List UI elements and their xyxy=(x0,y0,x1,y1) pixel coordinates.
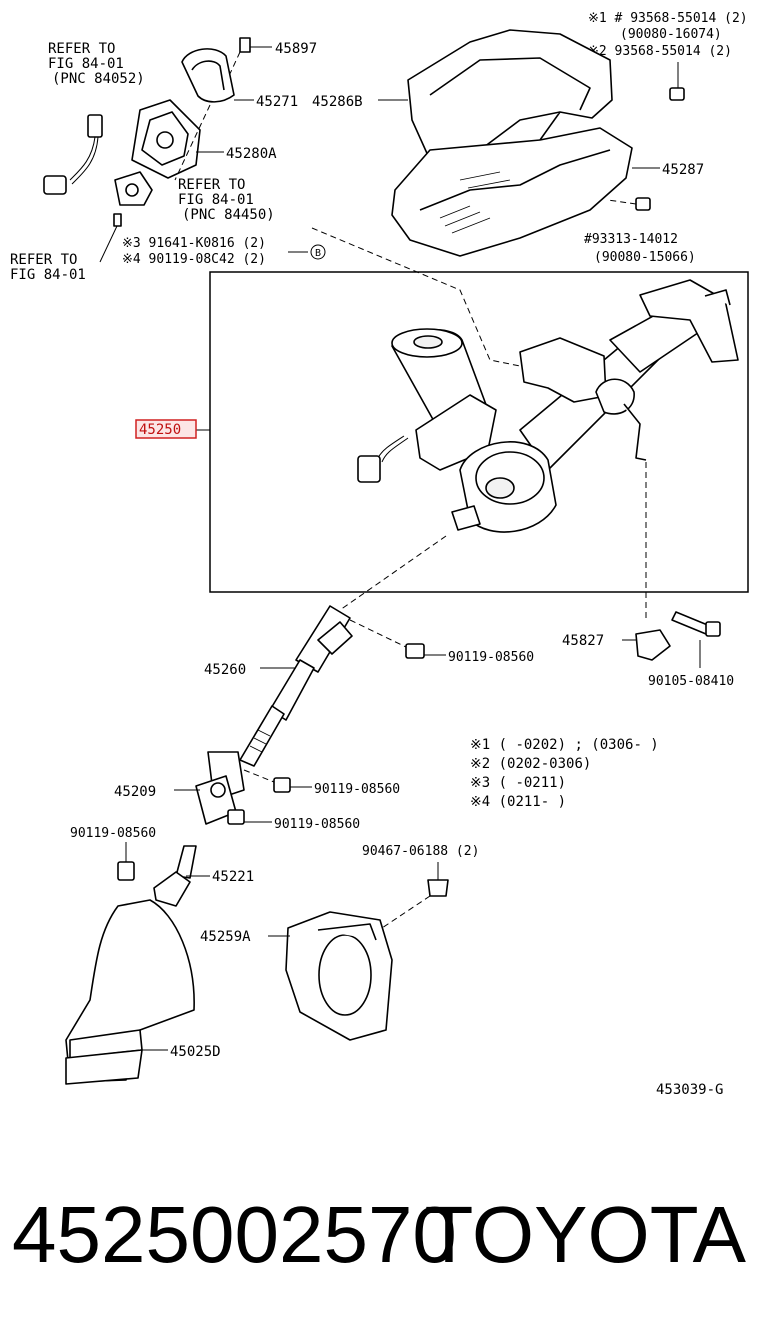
legend-4: ※4 (0211- ) xyxy=(470,794,566,810)
part-number: 4525002570 xyxy=(12,1190,457,1279)
note-top-2: (90080-16074) xyxy=(620,27,722,42)
screw-93313-pn: #93313-14012 xyxy=(584,232,678,247)
label-45209: 45209 xyxy=(114,784,156,800)
bolt-90119-a xyxy=(405,643,446,659)
refer-block-1: REFER TO FIG 84-01 (PNC 84052) xyxy=(48,41,145,87)
label-45260: 45260 xyxy=(204,662,246,678)
lower-cover-45287 xyxy=(391,127,660,257)
screw-45897 xyxy=(227,37,272,79)
refer-3-line-1: REFER TO xyxy=(10,252,77,268)
label-90119-c: 90119-08560 xyxy=(274,817,360,832)
label-45827: 45827 xyxy=(562,633,604,649)
switch-45280A xyxy=(131,99,224,181)
refer-1-line-1: REFER TO xyxy=(48,41,115,57)
refer-1-line-2: FIG 84-01 xyxy=(48,56,124,72)
clip-90467 xyxy=(427,879,449,897)
diagram-code: 453039-G xyxy=(656,1082,723,1098)
brand-name: TOYOTA xyxy=(424,1190,746,1279)
note-3: ※3 91641-K0816 (2) xyxy=(122,236,266,251)
intermediate-shaft-45260 xyxy=(239,605,353,767)
refer-block-3: REFER TO FIG 84-01 xyxy=(10,252,86,283)
label-90119-d: 90119-08560 xyxy=(70,826,156,841)
label-45280A: 45280A xyxy=(226,146,277,162)
cover-45259A xyxy=(268,911,393,1041)
bolt-90105 xyxy=(671,611,721,668)
label-45250: 45250 xyxy=(139,422,181,438)
label-45259A: 45259A xyxy=(200,929,251,945)
legend-2: ※2 (0202-0306) xyxy=(470,756,591,772)
refer-block-2: REFER TO FIG 84-01 (PNC 84450) xyxy=(178,177,275,223)
bracket-45827 xyxy=(622,629,671,661)
label-45221: 45221 xyxy=(212,869,254,885)
note-top-3: ※2 93568-55014 (2) xyxy=(588,44,732,59)
clamp-45271 xyxy=(181,48,254,103)
column-assembly-45250 xyxy=(357,279,739,533)
assembly-box-45250 xyxy=(209,271,749,593)
legend-1: ※1 ( -0202) ; (0306- ) xyxy=(470,737,659,753)
boot-45025D xyxy=(65,899,195,1085)
label-45897: 45897 xyxy=(275,41,317,57)
sensor-84450 xyxy=(114,171,153,206)
label-45286B: 45286B xyxy=(312,94,363,110)
shaft-45221 xyxy=(153,845,210,907)
screw-93568 xyxy=(669,87,685,101)
bolt-90119-c xyxy=(227,809,272,825)
note-4: ※4 90119-08C42 (2) xyxy=(122,252,266,267)
bolt-90119-b xyxy=(273,777,312,793)
refer-2-line-1: REFER TO xyxy=(178,177,245,193)
connector-84052 xyxy=(43,114,103,195)
label-90119-b: 90119-08560 xyxy=(314,782,400,797)
marker-b: B xyxy=(310,244,326,260)
bolt-90119-d xyxy=(117,861,135,881)
refer-1-line-3: (PNC 84052) xyxy=(52,71,145,87)
label-90119-a: 90119-08560 xyxy=(448,650,534,665)
label-90105: 90105-08410 xyxy=(648,674,734,689)
legend-3: ※3 ( -0211) xyxy=(470,775,566,791)
label-90467: 90467-06188 (2) xyxy=(362,844,479,859)
refer-2-line-2: FIG 84-01 xyxy=(178,192,254,208)
ujoint-45209 xyxy=(174,751,245,825)
screw-refer-3 xyxy=(99,213,122,263)
label-45025D: 45025D xyxy=(170,1044,221,1060)
marker-b-text: B xyxy=(315,248,321,259)
screw-93313 xyxy=(607,197,651,211)
screw-93313-alt: (90080-15066) xyxy=(594,250,696,265)
legend: ※1 ( -0202) ; (0306- ) ※2 (0202-0306) ※3… xyxy=(470,737,659,810)
label-45287: 45287 xyxy=(662,162,704,178)
label-45250-box: 45250 xyxy=(135,419,197,439)
refer-2-line-3: (PNC 84450) xyxy=(182,207,275,223)
note-top-1: ※1 # 93568-55014 (2) xyxy=(588,11,748,26)
label-45271: 45271 xyxy=(256,94,298,110)
refer-3-line-2: FIG 84-01 xyxy=(10,267,86,283)
footer: 4525002570 TOYOTA xyxy=(0,1185,760,1295)
